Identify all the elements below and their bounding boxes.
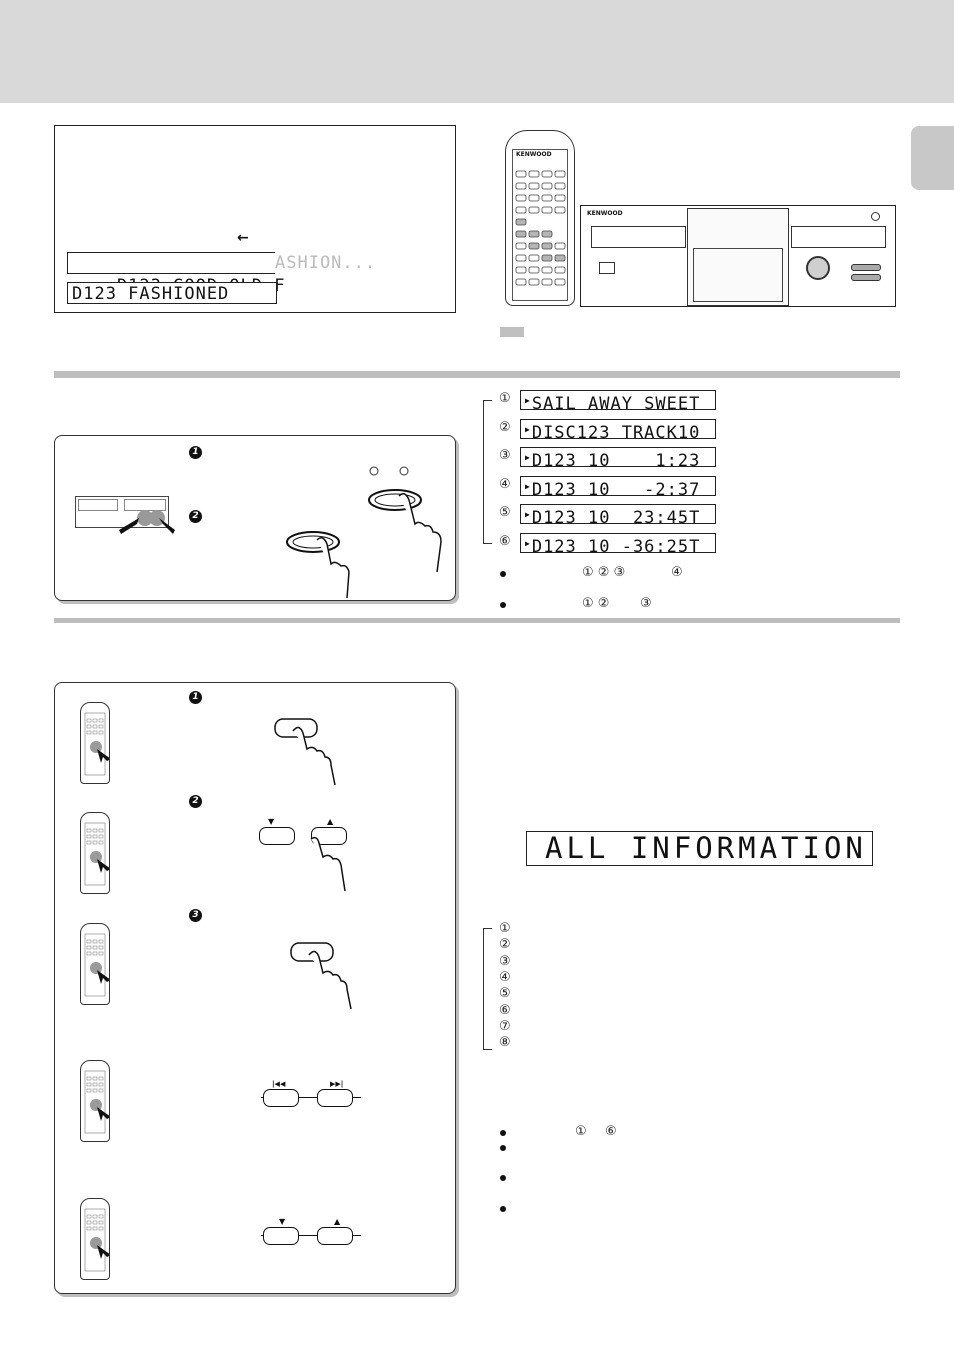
down-button[interactable]: [259, 827, 295, 845]
mode-lcd-text: D123 10 -36:25T: [531, 537, 701, 557]
mode-number: ⑤: [499, 505, 511, 520]
info-list-number: ②: [499, 937, 511, 953]
info-list-number: ⑥: [499, 1002, 511, 1018]
next-button[interactable]: [317, 1089, 353, 1107]
note-1: ① ② ③ ④: [500, 565, 800, 581]
section-tab: [911, 126, 954, 190]
section-divider: [54, 371, 900, 378]
prev-icon: |◀◀: [272, 1080, 286, 1088]
bullet-icon: [500, 1175, 506, 1181]
indicator-dots-icon: [369, 466, 379, 476]
mode-number: ②: [499, 420, 511, 435]
mode-lcd: ▶D123 10 -36:25T: [520, 533, 716, 557]
finger-press-button-icon[interactable]: [281, 528, 365, 598]
pointing-arrows-icon: [119, 510, 175, 534]
play-indicator-icon: ▶: [525, 453, 531, 462]
mode-number: ③: [499, 448, 511, 463]
bullet-icon: [500, 602, 506, 608]
button-line: [261, 1235, 361, 1236]
note-2-tail: ③: [640, 596, 652, 611]
info-list-number: ⑧: [499, 1035, 511, 1051]
note-2: ① ② ③: [500, 596, 800, 612]
mini-remote-icon: [80, 1198, 111, 1280]
up-arrow-icon: ▲: [327, 817, 334, 826]
play-indicator-icon: ▶: [525, 539, 531, 548]
finger-press-button-icon[interactable]: [365, 486, 449, 576]
header-band: [0, 0, 954, 103]
section-divider: [54, 618, 900, 623]
mode-lcd: ▶D123 10 1:23: [520, 447, 716, 471]
all-info-lcd: ALL INFORMATION: [526, 831, 873, 866]
next-icon: ▶▶|: [330, 1080, 344, 1088]
highlight-legend-swatch: [500, 327, 524, 337]
mini-remote-icon: [80, 923, 111, 1005]
cycle-bracket: [483, 928, 492, 1050]
lcd-scroll-line-2: D123 FASHIONED: [67, 282, 277, 304]
remote-brand: KENWOOD: [516, 151, 552, 158]
note-1-nums: ① ② ③: [582, 565, 626, 580]
mode-lcd-text: SAIL AWAY SWEET: [531, 394, 701, 414]
button-line: [261, 1097, 361, 1098]
step-1-badge: 1: [189, 446, 202, 459]
remote-keypad-icon: [515, 170, 566, 286]
bullet-icon: [500, 1130, 506, 1136]
up-button[interactable]: [317, 1227, 353, 1245]
mode-lcd: ▶D123 10 -2:37: [520, 476, 716, 500]
remote-steps-panel: 1 2 3 ▼ ▲ |◀◀ ▶▶| ▼ ▲: [54, 682, 456, 1294]
mode-lcd: ▶D123 10 23:45T: [520, 504, 716, 528]
mode-lcd-text: D123 10 1:23: [531, 451, 701, 471]
player-illustration: KENWOOD: [580, 205, 896, 307]
info-list-number: ⑤: [499, 986, 511, 1002]
mode-lcd-text: D123 10 23:45T: [531, 508, 701, 528]
mode-lcd-text: D123 10 -2:37: [531, 480, 701, 500]
mode-lcd-text: DISC123 TRACK10: [531, 423, 701, 443]
bullet-icon: [500, 571, 506, 577]
prev-button[interactable]: [263, 1089, 299, 1107]
note-range-start: ①: [575, 1124, 587, 1139]
mini-remote-icon: [80, 702, 111, 784]
finger-icon: [310, 836, 346, 892]
mode-lcd: ▶DISC123 TRACK10: [520, 419, 716, 443]
info-list-number: ⑦: [499, 1018, 511, 1034]
play-indicator-icon: ▶: [525, 510, 531, 519]
finger-press-button-icon[interactable]: [287, 939, 377, 1019]
down-arrow-icon: ▼: [268, 817, 275, 826]
play-indicator-icon: ▶: [525, 425, 531, 434]
lcd-scroll-line: D123 GOOD OLD F: [67, 252, 284, 296]
remote-illustration: KENWOOD: [505, 130, 575, 306]
finger-press-button-icon[interactable]: [271, 715, 361, 795]
lcd-scroll-faded: ASHION...: [275, 252, 377, 274]
step-1-badge: 1: [189, 691, 202, 704]
left-arrow-icon: ←: [237, 230, 249, 246]
mode-lcd: ▶SAIL AWAY SWEET: [520, 390, 716, 414]
step-3-badge: 3: [189, 909, 202, 922]
step-2-badge: 2: [189, 510, 202, 523]
mini-remote-icon: [80, 812, 111, 894]
play-indicator-icon: ▶: [525, 482, 531, 491]
step-2-badge: 2: [189, 795, 202, 808]
info-list-number: ④: [499, 969, 511, 985]
all-info-lcd-text: ALL INFORMATION: [545, 831, 867, 865]
info-list-number: ①: [499, 921, 511, 936]
down-button[interactable]: [263, 1227, 299, 1245]
note-range-end: ⑥: [605, 1124, 617, 1139]
note-1-tail: ④: [671, 565, 683, 580]
mode-number: ④: [499, 477, 511, 492]
bullet-icon: [500, 1206, 506, 1212]
mini-remote-icon: [80, 1060, 111, 1142]
play-indicator-icon: ▶: [525, 396, 531, 405]
player-brand: KENWOOD: [587, 210, 623, 217]
note-2-nums: ① ②: [582, 596, 610, 611]
bullet-icon: [500, 1145, 506, 1151]
down-arrow-icon: ▼: [279, 1217, 286, 1226]
up-button[interactable]: [311, 827, 347, 845]
scroll-example-box: ← D123 GOOD OLD F ASHION... D123 FASHION…: [54, 125, 456, 313]
mode-number: ⑥: [499, 534, 511, 549]
mode-number: ①: [499, 391, 511, 406]
up-arrow-icon: ▲: [334, 1217, 341, 1226]
cycle-bracket: [483, 400, 492, 544]
indicator-dots-icon: [399, 466, 409, 476]
info-list-number: ③: [499, 953, 511, 969]
display-button-panel: 1 2: [54, 435, 456, 601]
